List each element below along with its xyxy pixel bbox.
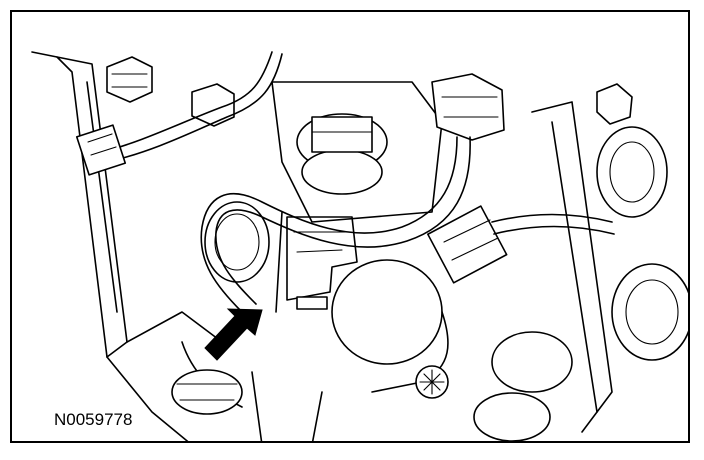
engine-compartment-line-drawing bbox=[31, 51, 688, 441]
solenoid-cap bbox=[331, 259, 449, 393]
line-fitting bbox=[431, 73, 633, 141]
right-housing bbox=[531, 101, 688, 433]
sensor-connector bbox=[275, 211, 358, 313]
arrow-pointer-icon bbox=[204, 308, 263, 361]
figure-reference-code: N0059778 bbox=[52, 410, 135, 430]
torx-screw-icon bbox=[415, 365, 449, 399]
illustration-frame: N0059778 bbox=[10, 10, 690, 443]
lower-components bbox=[171, 331, 573, 441]
valve-body bbox=[204, 81, 443, 283]
wire-harness-left bbox=[75, 51, 283, 176]
bolt-icon bbox=[106, 56, 153, 103]
right-connector bbox=[427, 205, 615, 284]
left-bracket bbox=[31, 51, 223, 441]
brake-tube bbox=[200, 136, 471, 313]
